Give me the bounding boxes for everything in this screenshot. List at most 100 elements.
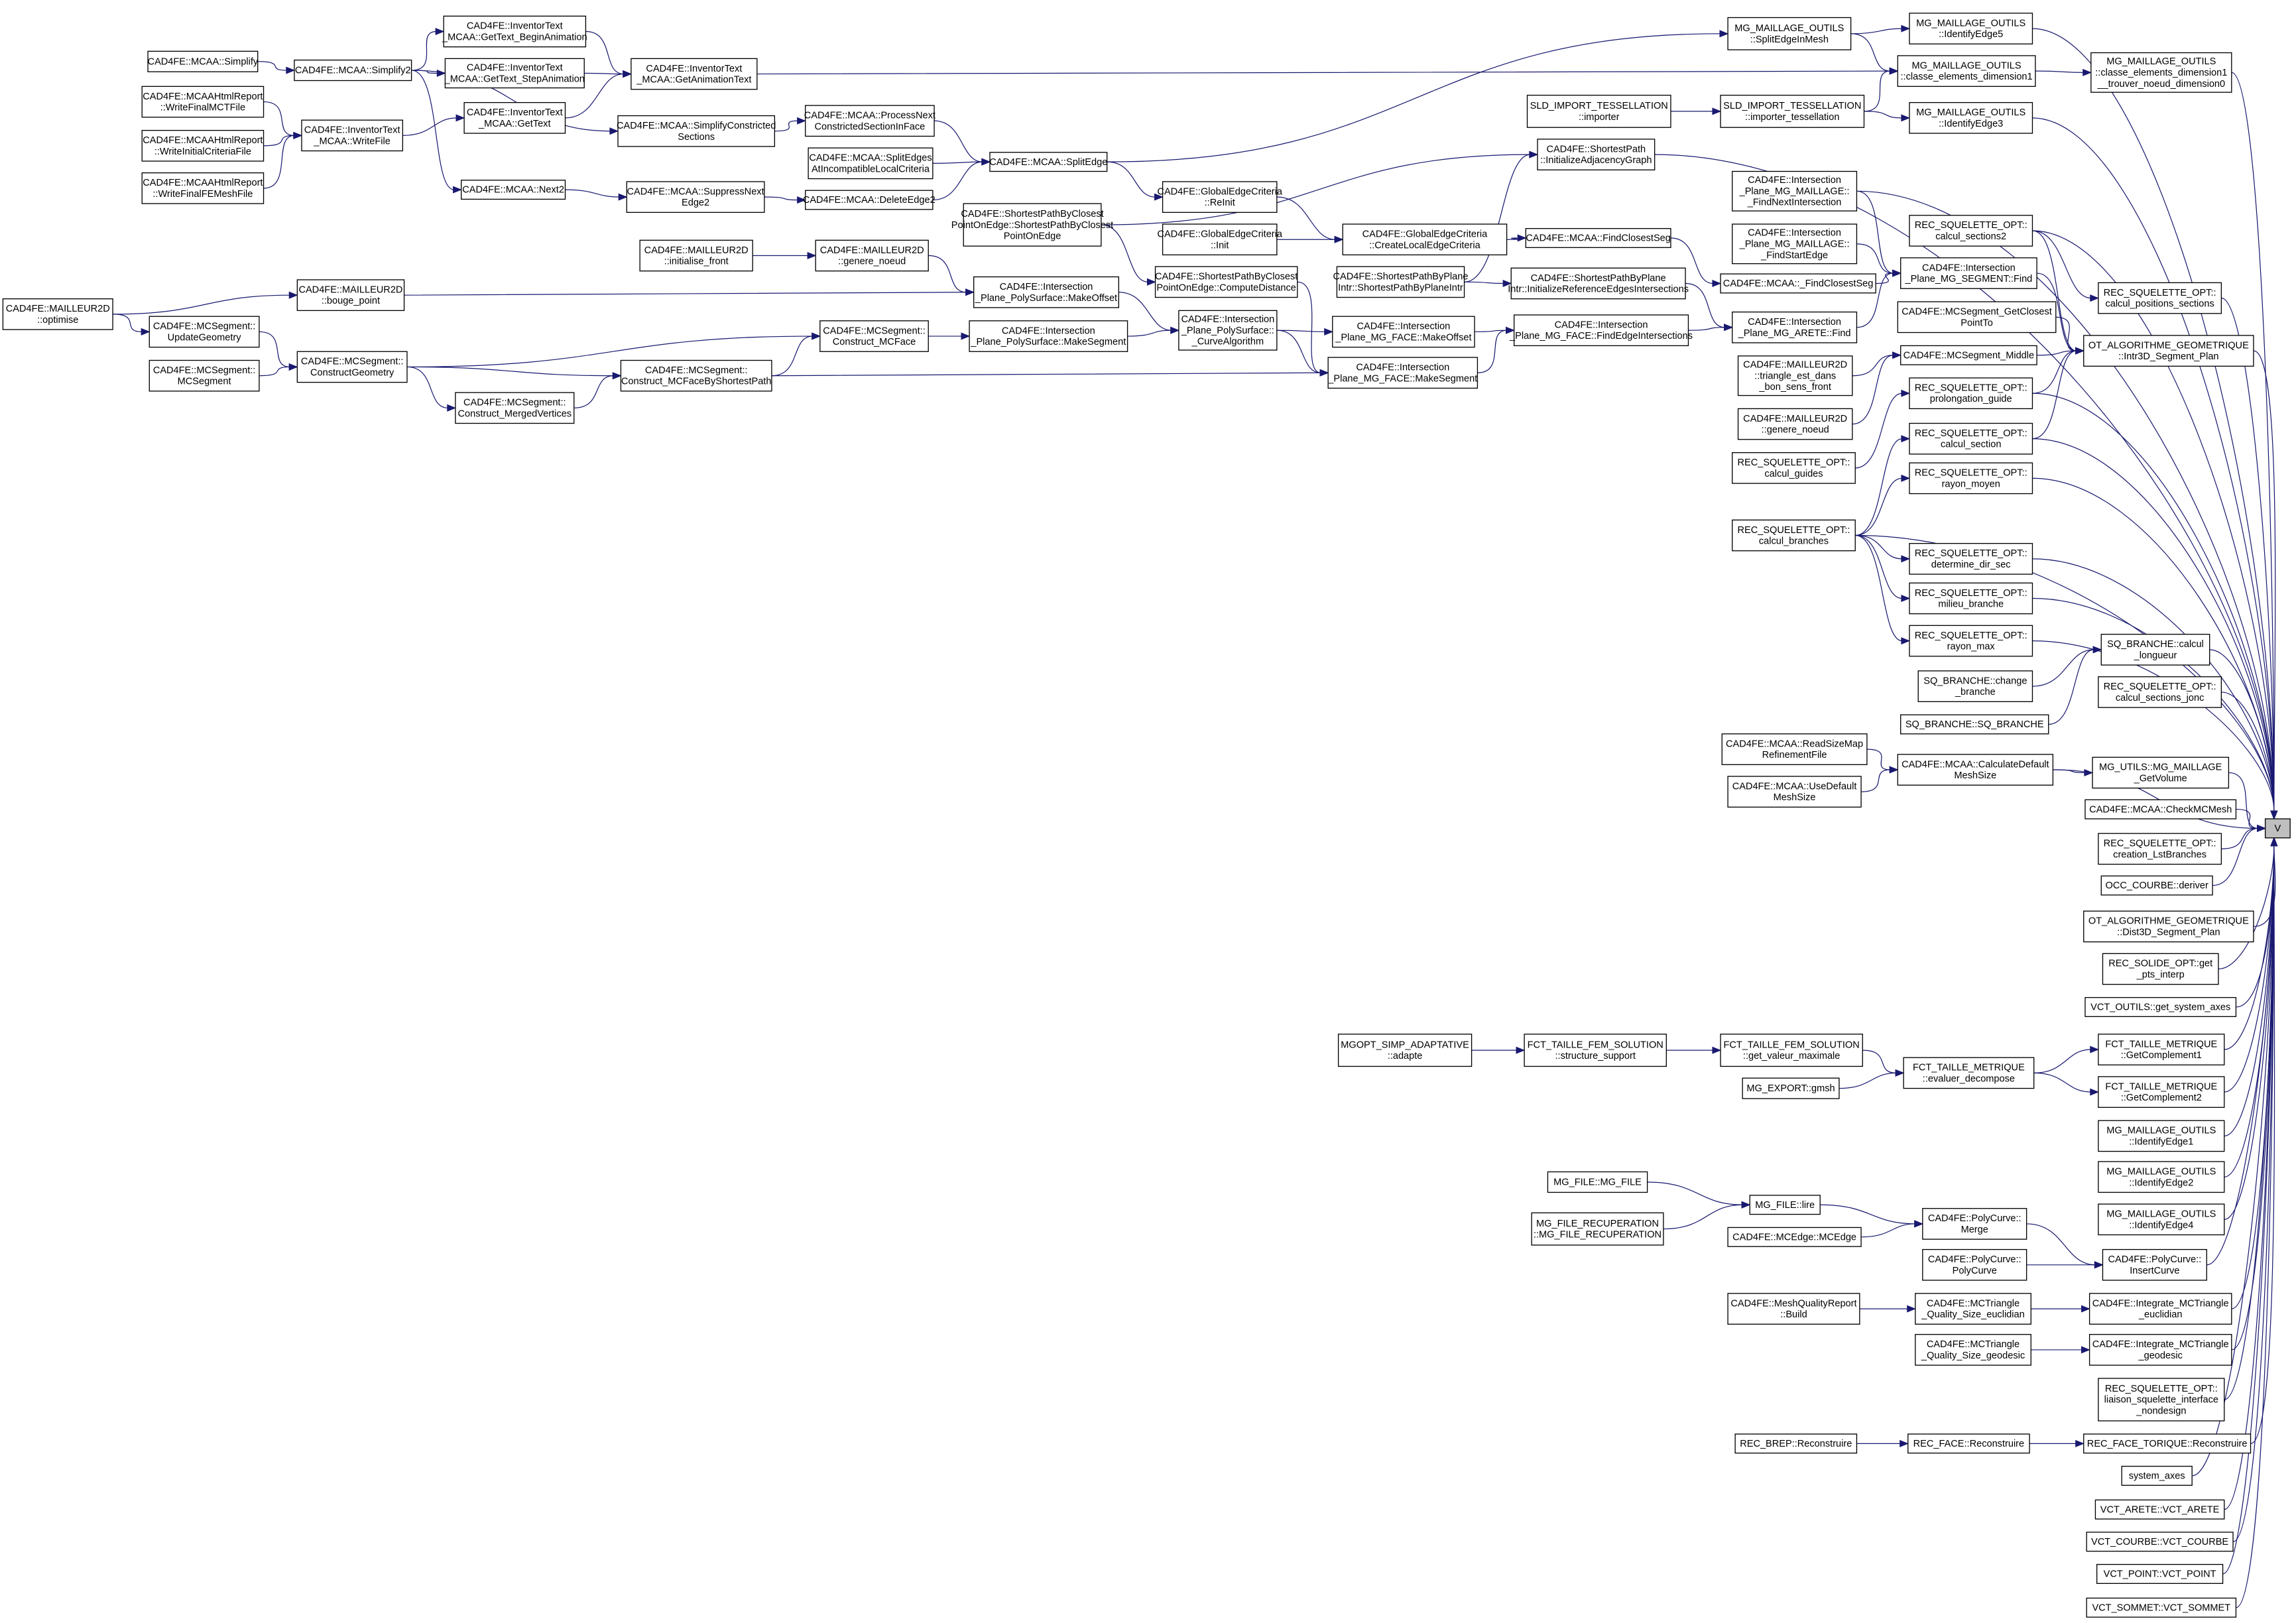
function-node[interactable]: CAD4FE::ShortestPathByPlaneIntr::Initial…	[1508, 267, 1689, 300]
function-node[interactable]: CAD4FE::MCSegment::ConstructGeometry	[296, 351, 408, 383]
function-node[interactable]: CAD4FE::MCSegment::Construct_MCFaceBySho…	[620, 359, 772, 392]
function-node[interactable]: CAD4FE::Integrate_MCTriangle_euclidian	[2088, 1293, 2232, 1325]
function-node[interactable]: CAD4FE::MCTriangle_Quality_Size_geodesic	[1915, 1334, 2031, 1366]
function-node[interactable]: CAD4FE::MCAAHtmlReport::WriteInitialCrit…	[141, 129, 265, 162]
function-node[interactable]: REC_SOLIDE_OPT::get_pts_interp	[2102, 953, 2219, 985]
function-node[interactable]: CAD4FE::MeshQualityReport::Build	[1727, 1293, 1860, 1325]
function-node[interactable]: FCT_TAILLE_FEM_SOLUTION::structure_suppo…	[1524, 1034, 1667, 1067]
function-node[interactable]: CAD4FE::Intersection_Plane_MG_FACE::Make…	[1327, 357, 1479, 389]
function-node[interactable]: OT_ALGORITHME_GEOMETRIQUE::Dist3D_Segmen…	[2083, 910, 2254, 943]
function-node[interactable]: CAD4FE::MCSegment::MCSegment	[149, 359, 260, 392]
function-node[interactable]: MG_FILE::lire	[1749, 1195, 1821, 1215]
function-node[interactable]: REC_SQUELETTE_OPT::calcul_sections2	[1909, 215, 2033, 247]
function-node[interactable]: REC_SQUELETTE_OPT::creation_LstBranches	[2098, 833, 2222, 865]
function-node[interactable]: REC_FACE::Reconstruire	[1907, 1433, 2030, 1454]
function-node[interactable]: CAD4FE::MCAA::Simplify2	[294, 59, 412, 82]
function-node[interactable]: CAD4FE::MCAA::FindClosestSeg	[1525, 228, 1671, 249]
function-node[interactable]: REC_SQUELETTE_OPT::liaison_squelette_int…	[2098, 1378, 2225, 1421]
function-node[interactable]: SLD_IMPORT_TESSELLATION::importer_tessel…	[1720, 94, 1865, 128]
function-node[interactable]: CAD4FE::Intersection_Plane_MG_ARETE::Fin…	[1732, 311, 1858, 343]
function-node[interactable]: CAD4FE::MCAA::_FindClosestSeg	[1720, 273, 1876, 294]
function-node[interactable]: MG_EXPORT::gmsh	[1742, 1077, 1840, 1099]
function-node[interactable]: VCT_SOMMET::VCT_SOMMET	[2086, 1597, 2237, 1618]
function-node[interactable]: FCT_TAILLE_METRIQUE::GetComplement2	[2098, 1076, 2225, 1108]
function-node[interactable]: CAD4FE::MCTriangle_Quality_Size_euclidia…	[1915, 1293, 2031, 1325]
function-node[interactable]: MG_FILE::MG_FILE	[1547, 1171, 1648, 1193]
function-node[interactable]: MG_MAILLAGE_OUTILS::IdentifyEdge2	[2098, 1161, 2225, 1193]
function-node[interactable]: CAD4FE::MCAA::SplitEdge	[989, 152, 1107, 172]
function-node[interactable]: SQ_BRANCHE::change_branche	[1917, 670, 2033, 702]
function-node[interactable]: CAD4FE::MAILLEUR2D::optimise	[2, 298, 113, 330]
function-node[interactable]: CAD4FE::MCAA::Next2	[461, 180, 566, 200]
function-node[interactable]: MG_FILE_RECUPERATION::MG_FILE_RECUPERATI…	[1531, 1212, 1664, 1246]
function-node[interactable]: CAD4FE::Intersection_Plane_MG_MAILLAGE::…	[1732, 170, 1858, 211]
function-node[interactable]: MG_MAILLAGE_OUTILS::IdentifyEdge5	[1909, 13, 2033, 44]
function-node[interactable]: MG_MAILLAGE_OUTILS::classe_elements_dime…	[2090, 52, 2232, 93]
function-node[interactable]: REC_SQUELETTE_OPT::calcul_section	[1909, 422, 2033, 455]
function-node[interactable]: FCT_TAILLE_FEM_SOLUTION::get_valeur_maxi…	[1720, 1034, 1863, 1067]
function-node[interactable]: CAD4FE::MCAA::CheckMCMesh	[2085, 799, 2237, 819]
function-node[interactable]: CAD4FE::MCAA::DeleteEdge2	[803, 190, 936, 210]
function-node[interactable]: REC_SQUELETTE_OPT::determine_dir_sec	[1909, 543, 2033, 575]
function-node[interactable]: CAD4FE::InventorText_MCAA::GetText	[463, 101, 566, 134]
function-node[interactable]: CAD4FE::Intersection_Plane_PolySurface::…	[1178, 310, 1278, 351]
function-node[interactable]: CAD4FE::InventorText_MCAA::GetText_Begin…	[442, 15, 587, 48]
function-node[interactable]: CAD4FE::InventorText_MCAA::GetAnimationT…	[631, 58, 758, 90]
function-node[interactable]: MG_MAILLAGE_OUTILS::IdentifyEdge4	[2098, 1203, 2225, 1236]
function-node[interactable]: CAD4FE::MAILLEUR2D::initialise_front	[639, 239, 753, 272]
function-node[interactable]: CAD4FE::MCSegment::Construct_MCFace	[819, 320, 929, 352]
function-node[interactable]: VCT_POINT::VCT_POINT	[2096, 1563, 2224, 1585]
function-node[interactable]: CAD4FE::GlobalEdgeCriteria::Init	[1157, 223, 1283, 256]
function-node[interactable]: CAD4FE::PolyCurve::Merge	[1922, 1208, 2027, 1240]
function-node[interactable]: CAD4FE::Intersection_Plane_PolySurface::…	[969, 320, 1128, 352]
function-node[interactable]: CAD4FE::MCEdge::MCEdge	[1727, 1227, 1862, 1247]
function-node[interactable]: CAD4FE::Intersection_Plane_MG_FACE::Find…	[1509, 314, 1693, 347]
function-node[interactable]: CAD4FE::GlobalEdgeCriteria::ReInit	[1157, 181, 1283, 213]
function-node[interactable]: CAD4FE::ShortestPathByClosestPointOnEdge…	[1154, 266, 1298, 298]
function-node[interactable]: CAD4FE::MCAA::SplitEdgesAtIncompatibleLo…	[808, 147, 934, 180]
function-node[interactable]: CAD4FE::MAILLEUR2D::genere_noeud	[815, 239, 929, 272]
function-node[interactable]: MG_UTILS::MG_MAILLAGE_GetVolume	[2092, 756, 2230, 789]
function-node[interactable]: CAD4FE::MAILLEUR2D::genere_noeud	[1737, 408, 1853, 440]
function-node[interactable]: CAD4FE::Integrate_MCTriangle_geodesic	[2088, 1334, 2232, 1366]
function-node[interactable]: SLD_IMPORT_TESSELLATION::importer	[1526, 94, 1671, 128]
function-node[interactable]: MG_MAILLAGE_OUTILS::classe_elements_dime…	[1897, 55, 2036, 88]
function-node[interactable]: CAD4FE::MCAA::ProcessNextConstrictedSect…	[804, 105, 936, 137]
function-node[interactable]: CAD4FE::MCSegment_Middle	[1900, 345, 2037, 365]
function-node[interactable]: VCT_COURBE::VCT_COURBE	[2086, 1532, 2234, 1552]
function-node[interactable]: CAD4FE::Intersection_Plane_MG_SEGMENT::F…	[1900, 257, 2037, 289]
function-node[interactable]: CAD4FE::InventorText_MCAA::WriteFile	[301, 119, 404, 152]
function-node[interactable]: CAD4FE::InventorText_MCAA::GetText_StepA…	[444, 58, 585, 89]
function-node[interactable]: SQ_BRANCHE::calcul_longueur	[2100, 634, 2210, 666]
function-node[interactable]: MG_MAILLAGE_OUTILS::IdentifyEdge1	[2098, 1120, 2225, 1152]
function-node[interactable]: CAD4FE::GlobalEdgeCriteria::CreateLocalE…	[1342, 223, 1508, 256]
function-node[interactable]: CAD4FE::MCSegment::Construct_MergedVerti…	[455, 392, 575, 424]
function-node[interactable]: OT_ALGORITHME_GEOMETRIQUE::Intr3D_Segmen…	[2083, 335, 2254, 367]
function-node[interactable]: CAD4FE::MCAAHtmlReport::WriteFinalFEMesh…	[141, 172, 265, 204]
root-node[interactable]: V	[2264, 818, 2291, 839]
function-node[interactable]: VCT_OUTILS::get_system_axes	[2085, 996, 2237, 1017]
function-node[interactable]: VCT_ARETE::VCT_ARETE	[2094, 1499, 2225, 1520]
function-node[interactable]: CAD4FE::MCAA::SimplifyConstrictedSection…	[617, 115, 776, 147]
function-node[interactable]: CAD4FE::ShortestPath::InitializeAdjacenc…	[1537, 139, 1656, 170]
function-node[interactable]: FCT_TAILLE_METRIQUE::GetComplement1	[2098, 1034, 2225, 1065]
function-node[interactable]: CAD4FE::Intersection_Plane_MG_MAILLAGE::…	[1732, 223, 1858, 265]
function-node[interactable]: REC_SQUELETTE_OPT::calcul_positions_sect…	[2098, 282, 2222, 314]
function-node[interactable]: REC_SQUELETTE_OPT::milieu_branche	[1909, 582, 2033, 615]
function-node[interactable]: CAD4FE::MCAA::Simplify	[147, 50, 259, 72]
function-node[interactable]: CAD4FE::PolyCurve::InsertCurve	[2102, 1248, 2207, 1281]
function-node[interactable]: REC_FACE_TORIQUE::Reconstruire	[2083, 1433, 2252, 1454]
function-node[interactable]: MGOPT_SIMP_ADAPTATIVE::adapte	[1337, 1034, 1473, 1067]
function-node[interactable]: CAD4FE::MAILLEUR2D::triangle_est_dans_bo…	[1737, 355, 1853, 396]
function-node[interactable]: CAD4FE::Intersection_Plane_PolySurface::…	[973, 276, 1119, 308]
function-node[interactable]: REC_SQUELETTE_OPT::prolongation_guide	[1909, 377, 2033, 410]
function-node[interactable]: REC_SQUELETTE_OPT::calcul_guides	[1732, 452, 1856, 484]
function-node[interactable]: CAD4FE::ShortestPathByPlaneIntr::Shortes…	[1333, 266, 1469, 298]
function-node[interactable]: OCC_COURBE::deriver	[2100, 875, 2213, 896]
function-node[interactable]: CAD4FE::MCAAHtmlReport::WriteFinalMCTFil…	[141, 86, 265, 118]
function-node[interactable]: system_axes	[2121, 1465, 2193, 1486]
function-node[interactable]: CAD4FE::PolyCurve::PolyCurve	[1922, 1248, 2027, 1281]
